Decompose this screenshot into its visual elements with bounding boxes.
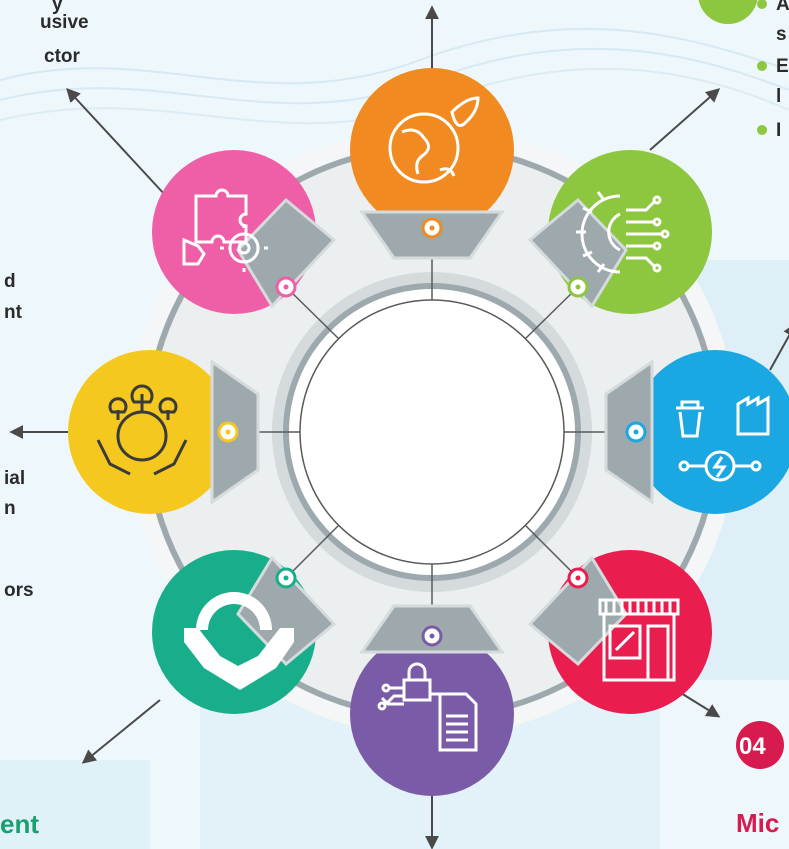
fragment-nt: nt xyxy=(4,302,23,323)
arrow-bottom-left xyxy=(81,699,161,764)
badge-corner xyxy=(698,0,758,24)
globe-leaf-icon xyxy=(388,96,480,184)
bullet1-line1: A xyxy=(776,0,789,15)
waste-energy-icon xyxy=(676,395,770,482)
segment-top-left xyxy=(152,150,337,314)
fragment-ctor: ctor xyxy=(44,46,81,67)
right-fragments: A s E l I 04 Mic xyxy=(698,0,789,838)
segment-right xyxy=(604,350,789,514)
fragment-usive: usive xyxy=(40,12,89,33)
handshake-gear-icon xyxy=(184,592,294,690)
arrow-top-right xyxy=(649,88,721,151)
arrows xyxy=(9,5,789,849)
bullet-2 xyxy=(757,61,767,71)
puzzle-gear-icon xyxy=(182,188,268,272)
fragment-ial: ial xyxy=(4,468,25,489)
gear-circuit-icon xyxy=(576,191,670,274)
bullet3-line1: I xyxy=(776,120,781,141)
fragment-d: d xyxy=(4,271,16,292)
segment-top xyxy=(350,68,514,260)
bullet2-line2: l xyxy=(776,86,781,107)
number-badge-text: 04 xyxy=(739,733,766,760)
hands-earth-trees-icon xyxy=(96,384,188,476)
number-badge xyxy=(736,721,784,769)
fragment-ent: ent xyxy=(0,809,39,839)
bullet1-line2: s xyxy=(776,24,787,45)
fragment-y: y xyxy=(52,0,63,15)
arrow-right xyxy=(769,322,789,371)
bullet-1 xyxy=(757,0,767,9)
segment-bottom-right xyxy=(527,550,712,714)
arrow-top-left xyxy=(66,87,167,197)
left-fragments: y usive ctor d nt ial n ors ent xyxy=(0,0,89,839)
segment-top-right xyxy=(527,150,712,314)
storefront-icon xyxy=(598,598,680,682)
fragment-n: n xyxy=(4,498,16,519)
section-heading: Mic xyxy=(736,808,779,838)
bullet2-line1: E xyxy=(776,56,789,77)
secure-document-icon xyxy=(377,662,478,752)
segment-left xyxy=(68,350,260,514)
segment-bottom xyxy=(350,604,514,796)
segment-bottom-left xyxy=(152,550,337,714)
fragment-ors: ors xyxy=(4,580,34,601)
bullet-3 xyxy=(757,125,767,135)
